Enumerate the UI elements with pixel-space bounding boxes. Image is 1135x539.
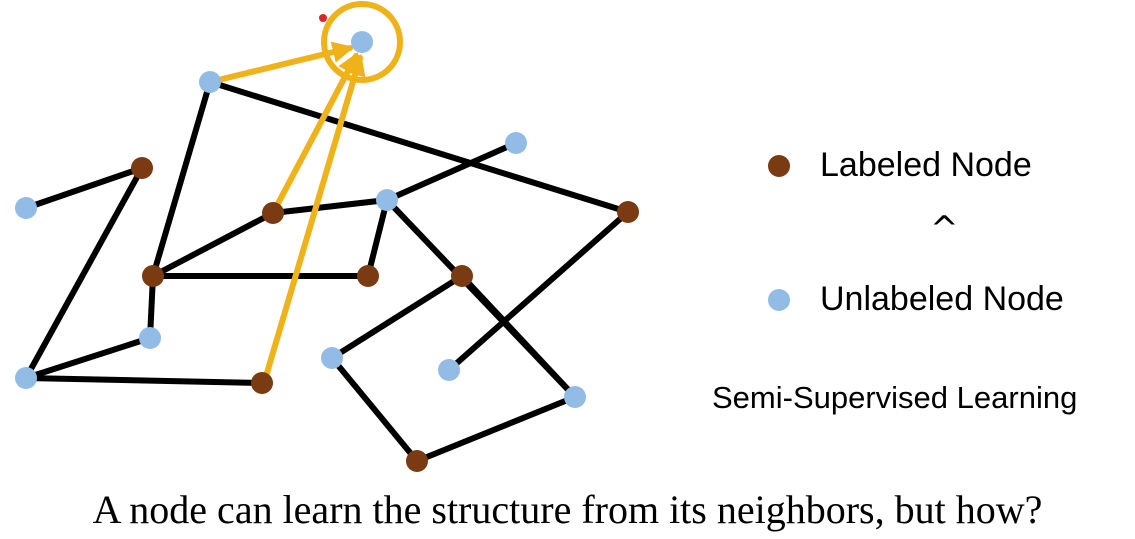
graph-edge: [384, 140, 519, 203]
legend-unlabeled: Unlabeled Node: [768, 280, 1064, 319]
graph-edge: [446, 209, 631, 373]
message-arrows-layer: [207, 41, 366, 386]
unlabeled-node: [199, 71, 221, 93]
edges-layer: [23, 79, 631, 464]
unlabeled-node: [139, 327, 161, 349]
labeled-node: [262, 202, 284, 224]
graph-edge: [23, 335, 153, 381]
pointer-dot: [319, 14, 327, 22]
unlabeled-node: [351, 31, 373, 53]
labeled-node: [451, 265, 473, 287]
legend-labeled-label: Labeled Node: [820, 146, 1032, 184]
labeled-node-swatch: [768, 154, 790, 177]
labeled-node: [406, 450, 428, 472]
unlabeled-node: [564, 386, 586, 408]
graph-edge: [150, 79, 213, 279]
graph-edge: [365, 197, 390, 279]
unlabeled-node: [15, 197, 37, 219]
graph-edge: [23, 165, 145, 381]
target-node-ring: [321, 1, 403, 83]
message-arrow: [261, 53, 366, 386]
unlabeled-node: [505, 132, 527, 154]
legend-unlabeled-label: Unlabeled Node: [820, 280, 1064, 318]
caption: A node can learn the structure from its …: [92, 487, 1043, 532]
labeled-node: [131, 157, 153, 179]
legend-separator: ^: [930, 209, 959, 249]
graph-edge: [329, 355, 420, 464]
graph-diagram: [15, 1, 639, 472]
labeled-node: [357, 265, 379, 287]
unlabeled-node: [376, 189, 398, 211]
target-highlight-layer: [319, 1, 403, 83]
graph-edge: [329, 273, 465, 361]
message-arrow: [270, 52, 359, 216]
graph-edge: [150, 210, 276, 279]
graph-edge: [207, 79, 631, 215]
nodes-layer: [15, 31, 639, 472]
graph-edge: [23, 375, 265, 386]
legend-labeled: Labeled Node: [768, 146, 1032, 185]
unlabeled-node-swatch: [768, 288, 790, 311]
legend-subtitle: Semi-Supervised Learning: [712, 380, 1078, 415]
labeled-node: [142, 265, 164, 287]
unlabeled-node: [438, 359, 460, 381]
unlabeled-node: [15, 367, 37, 389]
graph-edge: [414, 394, 578, 464]
graph-edge: [459, 273, 578, 400]
graph-edge: [23, 165, 145, 211]
labeled-node: [251, 372, 273, 394]
unlabeled-node: [321, 347, 343, 369]
graph-edge: [270, 197, 390, 216]
labeled-node: [617, 201, 639, 223]
